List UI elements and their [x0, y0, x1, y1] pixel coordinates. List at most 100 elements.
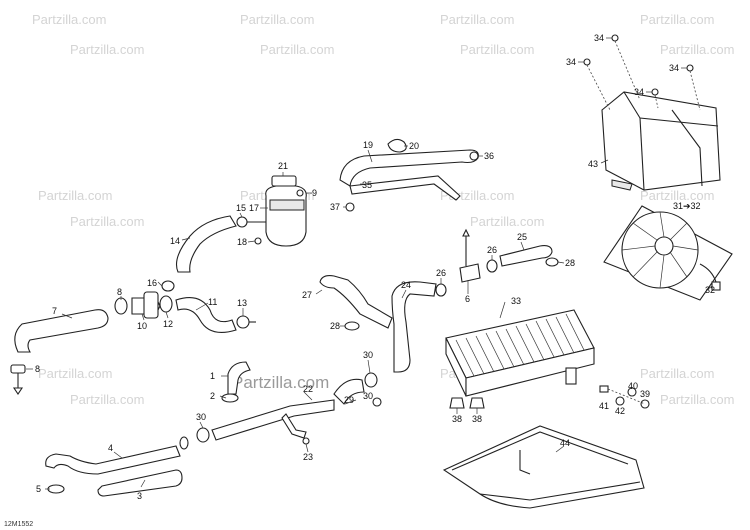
leader-lines: [26, 37, 713, 490]
nut-38-left: [449, 397, 465, 409]
callout: 39: [640, 389, 650, 399]
fitting-6: [459, 263, 481, 283]
clamp-12: [159, 295, 173, 313]
bracket-22: [281, 413, 307, 439]
callout: 35: [362, 180, 372, 190]
callout: 8: [117, 287, 122, 297]
watermark: Partzilla.com: [32, 12, 106, 27]
clamp-8-left: [10, 364, 26, 374]
callout: 34: [669, 63, 679, 73]
part-drawings: [10, 34, 733, 509]
callout: 38: [472, 414, 482, 424]
hose-7: [14, 309, 109, 353]
callout: 10: [137, 321, 147, 331]
callout: 11: [208, 297, 217, 307]
washer-42: [615, 396, 625, 406]
callout: 8: [35, 364, 40, 374]
watermark: Partzilla.com: [640, 12, 714, 27]
callout: 20: [409, 141, 419, 151]
callout: 30: [363, 391, 373, 401]
callout: 37: [330, 202, 340, 212]
watermark: Partzilla.com: [440, 188, 514, 203]
callout: 38: [452, 414, 462, 424]
callout: 43: [588, 159, 598, 169]
callout: 27: [302, 290, 312, 300]
callout: 26: [436, 268, 446, 278]
callout: 2: [210, 391, 215, 401]
clamp-30-lower: [196, 427, 210, 443]
pipe-22: [211, 399, 335, 441]
tee-fitting: [143, 291, 159, 319]
hose-11: [175, 297, 237, 333]
callout: 32: [705, 285, 715, 295]
callout: 28: [565, 258, 575, 268]
callout: 17: [249, 203, 259, 213]
watermark: Partzilla.com: [38, 366, 112, 381]
nut-37: [345, 202, 355, 212]
bolt-41: [599, 385, 609, 393]
callout: 9: [312, 188, 317, 198]
diagram-code: 12M1552: [4, 521, 33, 528]
callout: 26: [487, 245, 497, 255]
callout: 28: [330, 321, 340, 331]
callout: 34: [634, 87, 644, 97]
callout: 34: [566, 57, 576, 67]
callout: 23: [303, 452, 313, 462]
callout: 44: [560, 438, 570, 448]
callout: 40: [628, 381, 638, 391]
hose-35-lower: [349, 175, 461, 201]
callout: 15: [236, 203, 246, 213]
radiator-mount: [565, 367, 577, 385]
watermark-center: Partzilla.com: [232, 373, 329, 392]
bolt-34-d: [651, 88, 659, 96]
clip-20: [387, 138, 407, 153]
hose-25: [499, 245, 553, 267]
callout: 41: [599, 401, 609, 411]
watermark: Partzilla.com: [640, 366, 714, 381]
hose-3: [97, 469, 183, 497]
watermark: Partzilla.com: [460, 42, 534, 57]
callout: 19: [363, 140, 373, 150]
fan-wire: [699, 263, 717, 283]
watermark: Partzilla.com: [640, 188, 714, 203]
nut-39: [640, 399, 650, 409]
clamp-5: [47, 484, 65, 494]
clamp-30-small: [372, 397, 382, 407]
callout: 6: [465, 294, 470, 304]
fan-spokes: [621, 211, 699, 289]
watermark-layer: Partzilla.com Partzilla.com Partzilla.co…: [32, 12, 734, 407]
callout: 22: [303, 384, 313, 394]
spacer-40: [627, 387, 637, 397]
watermark: Partzilla.com: [70, 392, 144, 407]
clamp-30-upper: [364, 372, 378, 388]
callout: 7: [52, 306, 57, 316]
callout: 1: [210, 371, 215, 381]
watermark: Partzilla.com: [660, 42, 734, 57]
watermark: Partzilla.com: [70, 214, 144, 229]
clamp-15: [236, 216, 248, 228]
clamp-hose4: [179, 436, 189, 450]
callout: 13: [237, 298, 247, 308]
watermark: Partzilla.com: [660, 392, 734, 407]
elbow-1: [227, 361, 251, 395]
pipe-29: [333, 378, 365, 405]
hose-4: [45, 445, 181, 475]
callout: 30: [196, 412, 206, 422]
bolt-34-c: [686, 64, 694, 72]
clamp-36: [469, 151, 479, 161]
clamp-26-left: [435, 283, 447, 297]
bolt-34-b: [583, 58, 591, 66]
callout: 16: [147, 278, 157, 288]
reservoir-cap-21: [271, 175, 297, 187]
watermark: Partzilla.com: [260, 42, 334, 57]
callout: 29: [344, 395, 354, 405]
screw-23: [302, 437, 310, 445]
skid-plate-44: [442, 425, 645, 509]
clamp-16: [161, 280, 175, 292]
radiator-fins: [455, 313, 585, 377]
watermark: Partzilla.com: [470, 214, 544, 229]
nut-38-right: [469, 397, 485, 409]
callout: 14: [170, 236, 180, 246]
ring-28-left: [344, 321, 360, 331]
